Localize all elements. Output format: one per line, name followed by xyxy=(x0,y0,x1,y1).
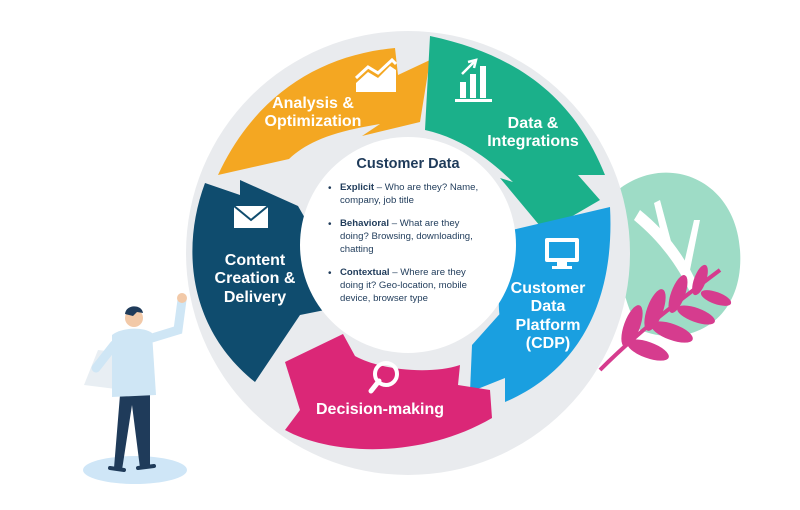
item-description: – Who are they? Name, company, job title xyxy=(340,182,479,206)
item-description: – Where are they doing it? Geo-location,… xyxy=(340,267,467,304)
customer-data-item-behavioral: • Behavioral – What are they doing? Brow… xyxy=(318,218,490,256)
bullet-icon: • xyxy=(328,268,332,280)
trend-chart-icon xyxy=(354,57,398,92)
customer-data-item-explicit: • Explicit – Who are they? Name, company… xyxy=(318,182,490,207)
segment-label-decision: Decision-making xyxy=(300,401,460,419)
segment-label-content: Content Creation & Delivery xyxy=(205,252,305,307)
label-line: Analysis & xyxy=(272,95,354,112)
person-illustration xyxy=(83,293,187,484)
bullet-icon: • xyxy=(328,219,332,231)
label-line: Content xyxy=(224,252,286,269)
label-line: Decision-making xyxy=(315,401,445,418)
envelope-icon xyxy=(233,205,269,228)
center-title: Customer Data xyxy=(356,156,460,172)
segment-label-analysis: Analysis & Optimization xyxy=(248,95,378,132)
monitor-icon xyxy=(545,238,579,269)
label-line: Data & xyxy=(507,115,559,132)
label-line: Platform xyxy=(515,316,581,334)
segment-decision xyxy=(285,334,492,450)
customer-data-item-contextual: • Contextual – Where are they doing it? … xyxy=(318,267,490,305)
item-description: – What are they doing? Browsing, downloa… xyxy=(340,218,473,255)
bar-chart-icon xyxy=(455,58,492,102)
label-line: Creation & xyxy=(214,270,296,288)
magnifier-icon xyxy=(368,361,399,394)
leaf-decoration xyxy=(598,172,741,372)
item-term: Contextual xyxy=(340,267,390,279)
label-line: (CDP) xyxy=(525,335,571,353)
segment-label-data-integrations: Data & Integrations xyxy=(468,115,598,152)
pink-fern-leaf xyxy=(598,264,732,372)
label-line: Integrations xyxy=(487,133,579,151)
floor-shadow xyxy=(83,456,187,484)
bullet-icon: • xyxy=(328,183,332,194)
item-term: Behavioral xyxy=(340,218,390,230)
label-line: Delivery xyxy=(223,288,287,306)
label-line: Optimization xyxy=(264,113,362,131)
label-line: Data xyxy=(530,298,566,316)
label-line: Customer xyxy=(510,280,586,297)
segment-content xyxy=(192,180,328,382)
center-circle xyxy=(300,137,516,353)
customer-data-panel: Customer Data • Explicit – Who are they?… xyxy=(318,150,498,340)
item-term: Explicit xyxy=(340,182,375,193)
segment-label-cdp: Customer Data Platform (CDP) xyxy=(498,280,598,354)
